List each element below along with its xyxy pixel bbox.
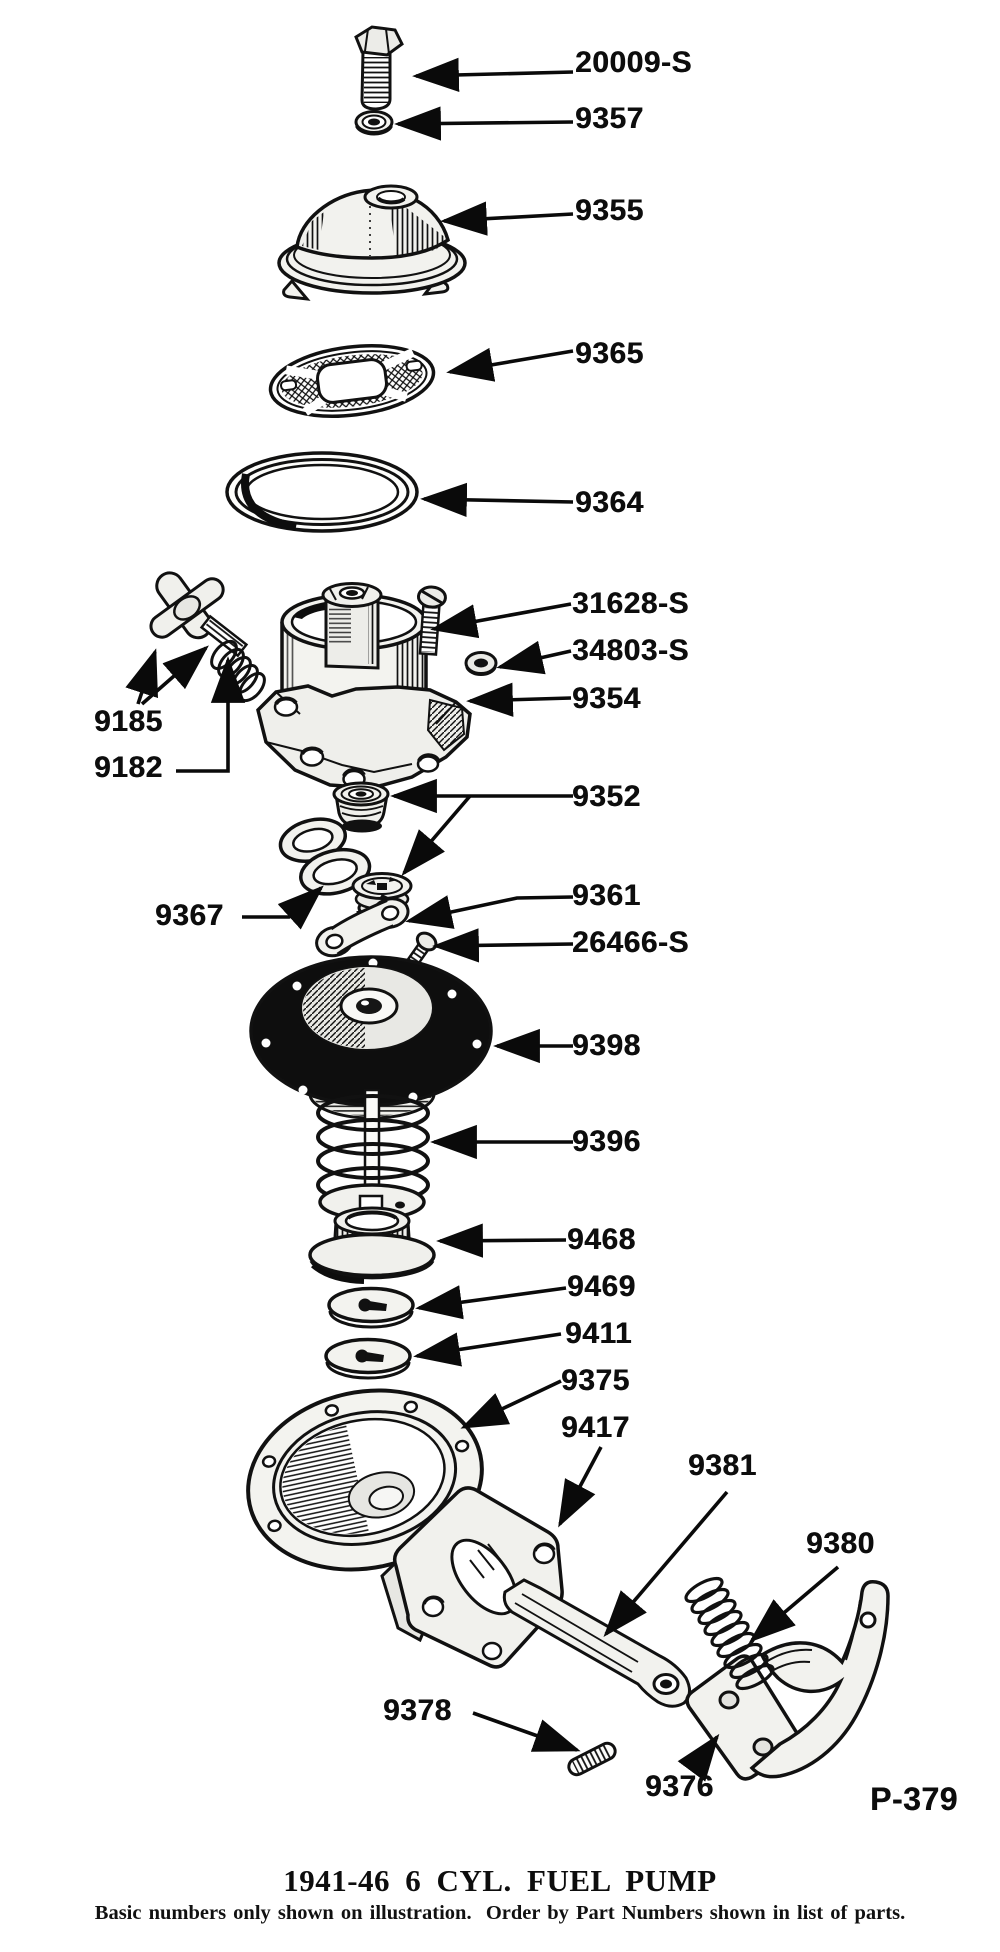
label-9182: 9182 xyxy=(94,751,163,784)
label-9355: 9355 xyxy=(575,194,644,227)
filter-screen-9365-illustration xyxy=(268,344,436,418)
figure-title: 1941-46 6 CYL. FUEL PUMP xyxy=(283,1863,717,1898)
figure-note: Basic numbers only shown on illustration… xyxy=(94,1902,906,1924)
label-9367: 9367 xyxy=(155,899,224,932)
label-9468: 9468 xyxy=(567,1223,636,1256)
label-9396: 9396 xyxy=(572,1125,641,1158)
washer-9357-illustration xyxy=(354,110,394,136)
label-9411: 9411 xyxy=(565,1317,633,1350)
label-9361: 9361 xyxy=(572,879,641,912)
mounting-flange-9417-illustration xyxy=(380,1486,564,1669)
bowl-gasket-9364-illustration xyxy=(225,451,419,533)
label-9381: 9381 xyxy=(688,1449,757,1482)
label-9376: 9376 xyxy=(645,1770,714,1803)
valve-retainer-9361-illustration xyxy=(315,897,410,958)
label-26466s: 26466-S xyxy=(572,926,689,959)
label-9354: 9354 xyxy=(572,682,641,715)
washer-9469-illustration xyxy=(327,1286,415,1329)
label-9380: 9380 xyxy=(806,1527,875,1560)
label-9364: 9364 xyxy=(575,486,644,519)
spring-seat-9468-illustration xyxy=(308,1206,436,1284)
washer-9411-illustration xyxy=(324,1337,412,1380)
nut-34803s-illustration xyxy=(464,651,498,677)
leader-lines xyxy=(125,57,840,1782)
label-9365: 9365 xyxy=(575,337,644,370)
upper-body-9354-illustration xyxy=(256,582,472,790)
label-9378: 9378 xyxy=(383,1694,452,1727)
label-34803s: 34803-S xyxy=(572,634,689,667)
label-9357: 9357 xyxy=(575,102,644,135)
rocker-pin-9378-illustration xyxy=(567,1741,617,1777)
plate-code: P-379 xyxy=(870,1781,958,1817)
diaphragm-9398-illustration xyxy=(249,955,493,1120)
screw-26466s-illustration xyxy=(406,931,438,968)
rocker-arm-9376-illustration xyxy=(685,1579,890,1781)
label-9185: 9185 xyxy=(94,705,163,738)
label-31628s: 31628-S xyxy=(572,587,689,620)
label-9469: 9469 xyxy=(567,1270,636,1303)
fuel-bowl-dome-9355-illustration xyxy=(277,184,467,301)
label-9398: 9398 xyxy=(572,1029,641,1062)
valve-9352-upper-illustration xyxy=(332,781,390,833)
pull-rod-9381-illustration xyxy=(502,1578,691,1708)
label-9417: 9417 xyxy=(561,1411,630,1444)
label-9352: 9352 xyxy=(572,780,641,813)
valve-gasket-9367-illustration xyxy=(278,817,372,896)
label-9375: 9375 xyxy=(561,1364,630,1397)
label-20009s: 20009-S xyxy=(575,46,692,79)
bolt-20009s-illustration xyxy=(354,25,404,111)
